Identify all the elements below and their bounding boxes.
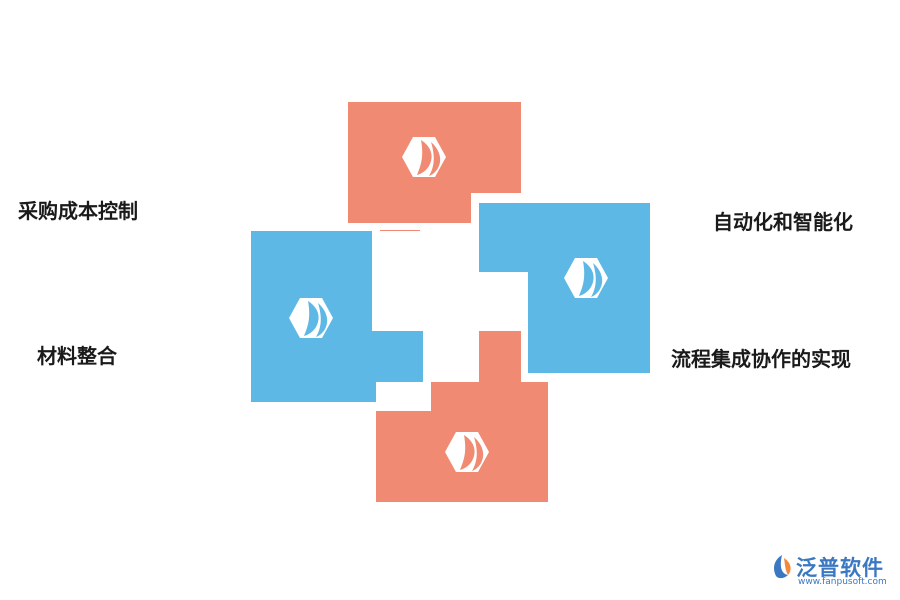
bottom-salmon-block (376, 331, 548, 502)
label-top-left: 采购成本控制 (18, 199, 138, 223)
right-block-leaf-icon (564, 258, 608, 298)
left-blue-block (251, 231, 423, 402)
label-bottom-left: 材料整合 (37, 344, 117, 368)
brand-url: www.fanpusoft.com (798, 577, 887, 587)
label-bottom-right: 流程集成协作的实现 (671, 347, 851, 371)
brand-name: 泛普软件 (796, 556, 884, 580)
bottom-block-leaf-icon (445, 432, 489, 472)
left-block-leaf-icon (289, 298, 333, 338)
label-top-right: 自动化和智能化 (713, 210, 853, 234)
brand-logo-icon (774, 555, 791, 579)
top-block-leaf-icon (402, 137, 446, 177)
